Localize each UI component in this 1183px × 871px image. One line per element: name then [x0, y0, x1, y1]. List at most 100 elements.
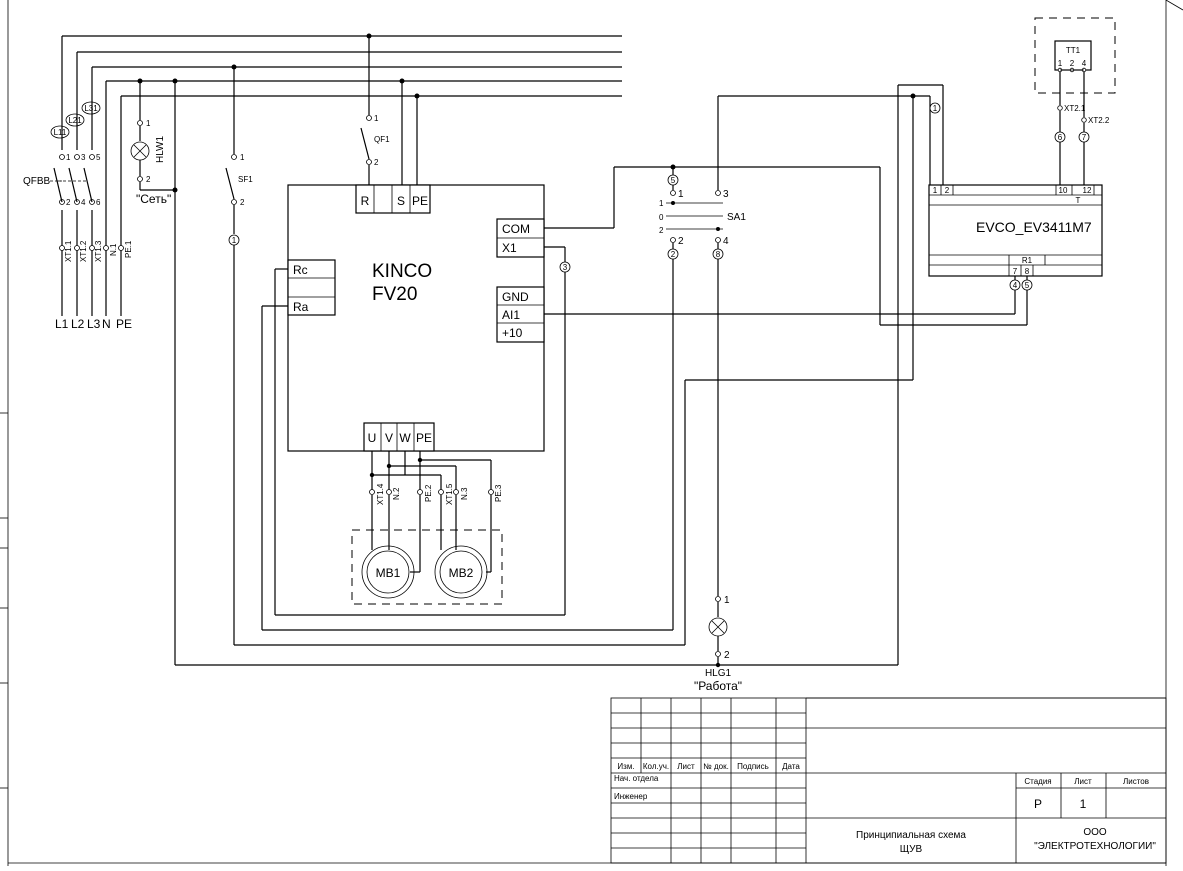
- incoming-line-labels: L1 L2 L3 N PE: [55, 317, 132, 331]
- common-return-wire: [175, 84, 944, 668]
- svg-text:L31: L31: [84, 104, 98, 113]
- svg-text:PE.3: PE.3: [494, 484, 503, 502]
- svg-text:4: 4: [1082, 59, 1087, 68]
- title-block-roles: Нач. отдела Инженер: [614, 774, 659, 801]
- mb1-label: MB1: [376, 566, 401, 580]
- svg-text:4: 4: [723, 236, 729, 247]
- title-block-doc: Принципиальная схема ЩУВ ООО "ЭЛЕКТРОТЕХ…: [856, 827, 1156, 855]
- svg-text:L21: L21: [68, 116, 82, 125]
- qfbb-breaker: QFBB 1 3 5 2 4 6: [23, 153, 101, 207]
- svg-text:V: V: [385, 431, 393, 445]
- phase-marker-l11: L11: [50, 125, 70, 139]
- svg-text:PE: PE: [412, 194, 428, 208]
- mb2-label: MB2: [449, 566, 474, 580]
- svg-text:1: 1: [659, 199, 664, 208]
- svg-text:N.1: N.1: [109, 243, 118, 256]
- svg-text:L3: L3: [87, 317, 101, 331]
- svg-text:Rc: Rc: [293, 263, 308, 277]
- svg-text:5: 5: [671, 176, 676, 185]
- svg-text:S: S: [397, 194, 405, 208]
- svg-text:1: 1: [1058, 59, 1063, 68]
- evco-title: EVCO_EV3411M7: [976, 219, 1092, 235]
- svg-text:8: 8: [1025, 267, 1030, 276]
- svg-text:PE: PE: [116, 317, 132, 331]
- hlw1-caption: "Сеть": [136, 192, 171, 206]
- vfd-kinco-fv20: KINCO FV20 R S PE Rc Ra COM X1 GND AI1 +…: [287, 184, 545, 452]
- svg-text:5: 5: [96, 153, 101, 162]
- svg-text:7: 7: [1082, 133, 1087, 142]
- svg-text:1: 1: [66, 153, 71, 162]
- svg-text:W: W: [399, 431, 411, 445]
- svg-text:L2: L2: [71, 317, 85, 331]
- svg-text:PE.2: PE.2: [424, 484, 433, 502]
- qfbb-label: QFBB: [23, 176, 51, 187]
- motor-group-frame: [351, 529, 503, 605]
- svg-text:1: 1: [724, 595, 730, 606]
- svg-text:1: 1: [374, 114, 379, 123]
- svg-text:T: T: [1076, 196, 1081, 205]
- svg-text:0: 0: [659, 213, 664, 222]
- svg-text:2: 2: [724, 650, 730, 661]
- phase-marker-l31: L31: [81, 101, 101, 115]
- svg-text:U: U: [368, 431, 377, 445]
- svg-text:L1: L1: [55, 317, 69, 331]
- svg-text:N: N: [102, 317, 111, 331]
- svg-text:AI1: AI1: [502, 308, 520, 322]
- svg-text:PE.1: PE.1: [124, 240, 133, 258]
- svg-text:XT1.1: XT1.1: [64, 240, 73, 262]
- motor-mb1: MB1: [361, 545, 415, 599]
- svg-text:2: 2: [678, 236, 684, 247]
- svg-text:2: 2: [66, 198, 71, 207]
- sheet-value: 1: [1080, 797, 1087, 811]
- vfd-title-line2: FV20: [372, 284, 417, 305]
- svg-text:1: 1: [933, 186, 938, 195]
- hlg1-label: HLG1: [705, 668, 732, 679]
- sa1-label: SA1: [727, 212, 746, 223]
- svg-text:GND: GND: [502, 290, 529, 304]
- svg-text:1: 1: [232, 236, 237, 245]
- svg-text:Кол.уч.: Кол.уч.: [643, 762, 669, 771]
- svg-text:2: 2: [945, 186, 950, 195]
- tt1-sensor: TT1 1 2 4 XT2.1 XT2.2 6 7: [1034, 17, 1116, 185]
- svg-text:3: 3: [723, 189, 729, 200]
- svg-text:N.2: N.2: [392, 487, 401, 500]
- vfd-title-line1: KINCO: [372, 261, 432, 282]
- svg-text:X1: X1: [502, 241, 517, 255]
- hlg1-lamp: 1 2 HLG1 "Работа": [694, 595, 742, 693]
- svg-text:№ док.: № док.: [703, 762, 729, 771]
- svg-text:COM: COM: [502, 222, 530, 236]
- svg-text:Стадия: Стадия: [1024, 777, 1051, 786]
- qf1-breaker: 1 QF1 2: [360, 36, 418, 185]
- svg-text:XT2.2: XT2.2: [1088, 116, 1110, 125]
- svg-text:6: 6: [96, 198, 101, 207]
- sa1-selector: 5 1 3 1 0 2 SA1 2 4 2 8: [659, 95, 930, 630]
- svg-text:Инженер: Инженер: [614, 792, 648, 801]
- vfd-wiring: 3: [261, 166, 1027, 631]
- tt1-label: TT1: [1066, 46, 1081, 55]
- svg-text:2: 2: [659, 226, 664, 235]
- svg-text:2: 2: [671, 250, 676, 259]
- svg-text:N.3: N.3: [460, 487, 469, 500]
- svg-text:XT1.4: XT1.4: [376, 483, 385, 505]
- hlw1-lamp: 1 HLW1 2 "Сеть": [130, 81, 178, 206]
- svg-text:3: 3: [81, 153, 86, 162]
- phase-marker-l21: L21: [65, 113, 85, 127]
- svg-text:XT1.5: XT1.5: [445, 483, 454, 505]
- svg-text:Нач. отдела: Нач. отдела: [614, 774, 659, 783]
- hlg1-caption: "Работа": [694, 679, 742, 693]
- svg-text:1: 1: [933, 104, 938, 113]
- svg-text:Лист: Лист: [677, 762, 695, 771]
- svg-text:1: 1: [240, 153, 245, 162]
- doc-title-line1: Принципиальная схема: [856, 830, 966, 841]
- hlw1-label: HLW1: [155, 136, 166, 163]
- svg-text:2: 2: [240, 198, 245, 207]
- qf1-label: QF1: [374, 135, 390, 144]
- svg-text:Ra: Ra: [293, 300, 309, 314]
- org-line1: ООО: [1083, 827, 1107, 838]
- svg-text:2: 2: [1070, 59, 1075, 68]
- svg-text:Изм.: Изм.: [617, 762, 634, 771]
- svg-text:Листов: Листов: [1123, 777, 1149, 786]
- svg-text:L11: L11: [54, 128, 67, 137]
